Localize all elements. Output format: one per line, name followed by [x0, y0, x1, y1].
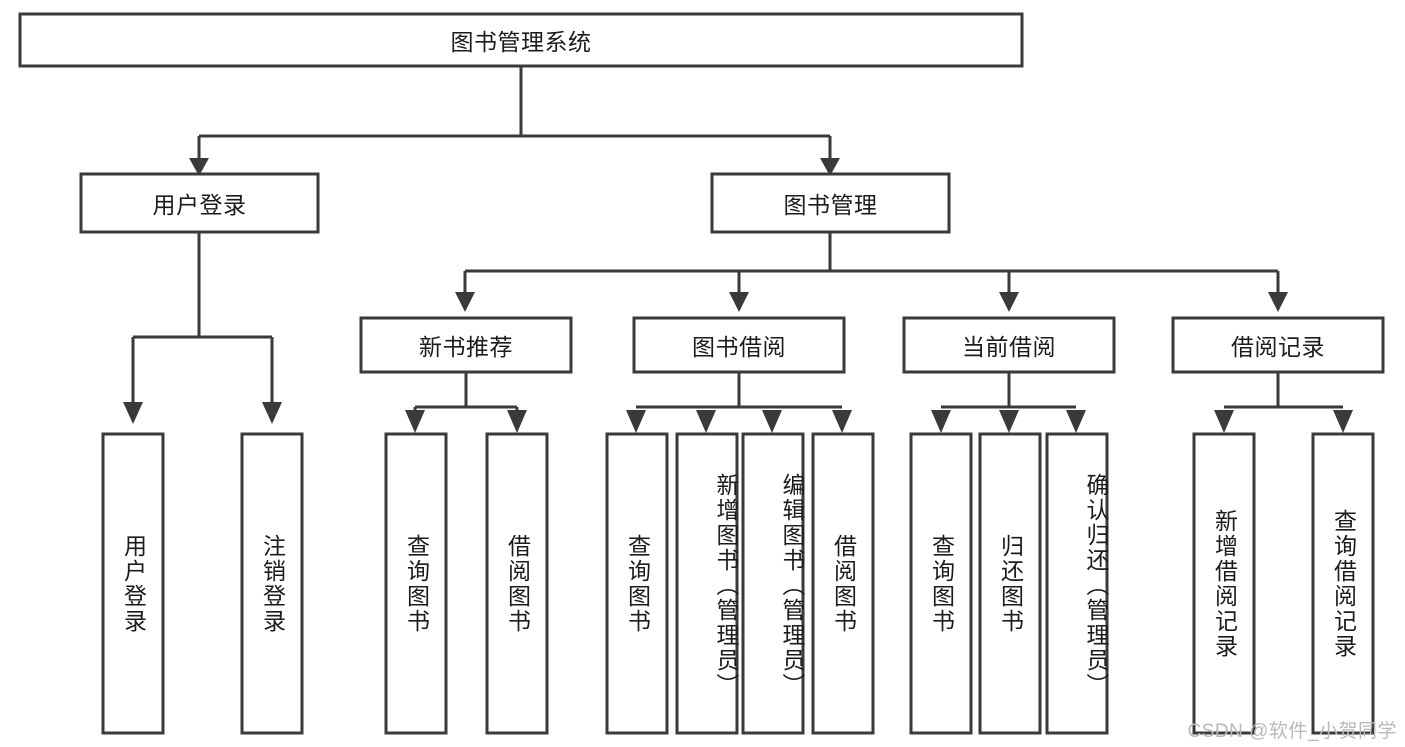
arrowhead-br-child-2 [1333, 410, 1353, 433]
node-book-borrow-box[interactable] [632, 316, 846, 374]
node-leaf-cb-confirm-box[interactable] [1045, 432, 1109, 735]
arrowhead-book-manage [820, 158, 840, 176]
node-root-box[interactable] [18, 12, 1024, 68]
arrowhead-current-borrow [999, 292, 1019, 312]
arrowhead-bb-child-3 [762, 410, 782, 433]
arrowhead-nbr-child-2 [507, 410, 527, 433]
node-book-manage-box[interactable] [710, 172, 951, 234]
node-user-login-box[interactable] [79, 172, 320, 234]
node-leaf-bb-borrow-box[interactable] [811, 432, 875, 735]
arrowhead-leaf-user-login [123, 402, 143, 424]
arrowhead-book-borrow [729, 292, 749, 312]
arrowhead-br-child-1 [1214, 410, 1234, 433]
node-leaf-cb-query-box[interactable] [909, 432, 973, 735]
node-current-borrow-box[interactable] [902, 316, 1116, 374]
node-leaf-bb-query-box[interactable] [605, 432, 669, 735]
arrowhead-bb-child-1 [626, 410, 646, 433]
arrowhead-borrow-record [1268, 292, 1288, 312]
node-leaf-cb-return-box[interactable] [978, 432, 1042, 735]
node-leaf-bb-edit-box[interactable] [741, 432, 805, 735]
arrowhead-bb-child-4 [832, 410, 852, 433]
node-leaf-user-login-box[interactable] [101, 432, 165, 735]
node-leaf-nbr-borrow-box[interactable] [485, 432, 549, 735]
node-leaf-bb-add-box[interactable] [675, 432, 739, 735]
arrowhead-cb-child-1 [931, 410, 951, 433]
arrowhead-cb-child-2 [999, 410, 1019, 433]
arrowhead-bb-child-2 [696, 410, 716, 433]
arrowhead-leaf-logout [262, 402, 282, 424]
node-leaf-br-query-box[interactable] [1311, 432, 1375, 735]
node-leaf-logout-box[interactable] [240, 432, 304, 735]
node-new-book-recommend-box[interactable] [359, 316, 573, 374]
arrowhead-new-book-recommend [455, 292, 475, 312]
arrowhead-nbr-child-1 [405, 410, 425, 433]
node-leaf-nbr-query-box[interactable] [384, 432, 448, 735]
arrowhead-cb-child-3 [1066, 410, 1086, 433]
node-borrow-record-box[interactable] [1171, 316, 1385, 374]
watermark-text: CSDN @软件_小贺同学 [1187, 721, 1397, 742]
node-leaf-br-add-box[interactable] [1192, 432, 1256, 735]
arrowhead-user-login [189, 158, 209, 176]
